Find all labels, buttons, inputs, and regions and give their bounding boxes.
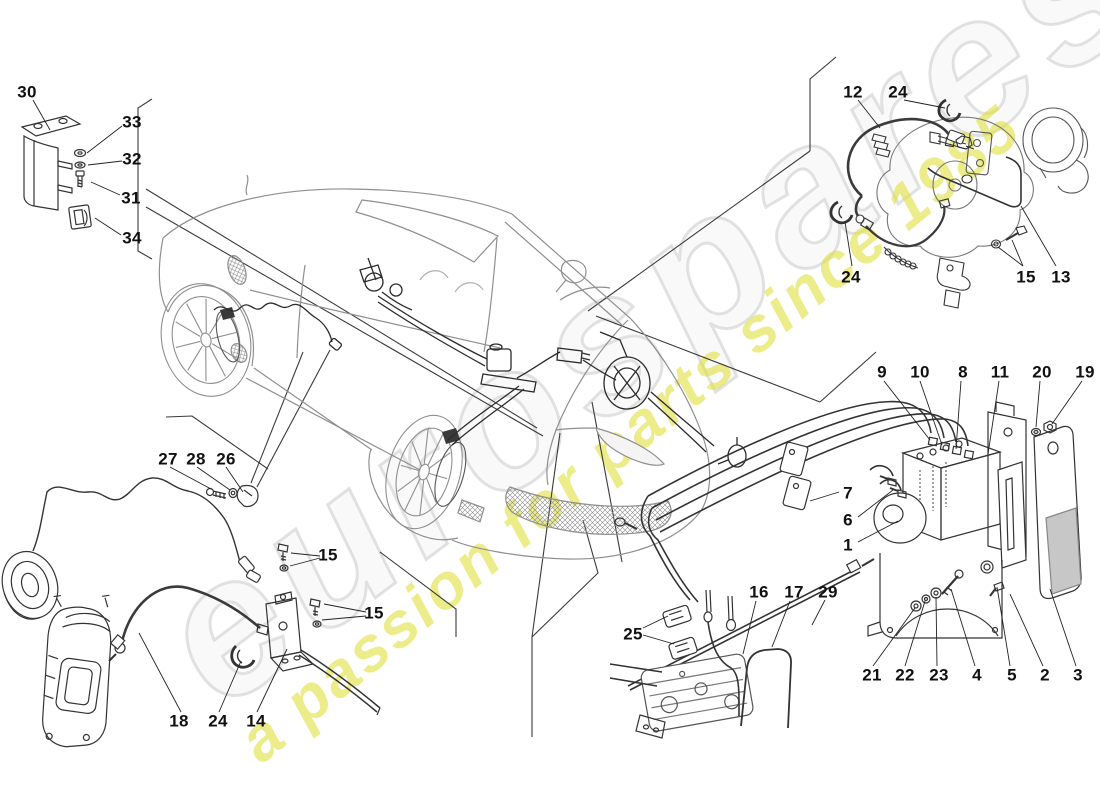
car-body-art <box>158 174 711 560</box>
callout-4: 4 <box>972 665 982 685</box>
callout-5: 5 <box>1007 665 1017 685</box>
callout-32: 32 <box>122 149 142 169</box>
callout-22: 22 <box>895 665 915 685</box>
detail-bracket-30 <box>20 115 92 230</box>
callout-28: 28 <box>186 449 206 469</box>
detail-front-hoses <box>829 98 1089 309</box>
callout-33: 33 <box>122 112 142 132</box>
callout-10: 10 <box>910 362 930 382</box>
callout-17: 17 <box>784 582 804 602</box>
callout-12: 12 <box>843 82 863 102</box>
callout-15: 15 <box>1016 267 1036 287</box>
callout-25: 25 <box>623 624 643 644</box>
detail-front-caliper <box>1 477 381 748</box>
callout-2: 2 <box>1040 665 1050 685</box>
front-caliper-mark <box>442 428 460 444</box>
callout-24: 24 <box>841 267 861 287</box>
callout-3: 3 <box>1073 665 1083 685</box>
callout-27: 27 <box>158 449 178 469</box>
callout-34: 34 <box>122 228 142 248</box>
rear-wheel <box>160 283 252 397</box>
callout-16: 16 <box>749 582 769 602</box>
leader-lines <box>32 99 1083 713</box>
callout-18: 18 <box>169 711 189 731</box>
callout-7: 7 <box>843 483 853 503</box>
callout-30: 30 <box>17 82 37 102</box>
callout-6: 6 <box>843 510 853 530</box>
callout-9: 9 <box>877 362 887 382</box>
callout-1: 1 <box>843 535 853 555</box>
callout-21: 21 <box>862 665 882 685</box>
callout-20: 20 <box>1032 362 1052 382</box>
callout-15: 15 <box>318 545 338 565</box>
callout-11: 11 <box>990 362 1010 382</box>
front-wheel <box>385 414 467 530</box>
callout-26: 26 <box>216 449 236 469</box>
callout-23: 23 <box>929 665 949 685</box>
callout-8: 8 <box>958 362 968 382</box>
callout-24: 24 <box>888 82 908 102</box>
brake-system-overlay <box>213 257 747 468</box>
callout-19: 19 <box>1075 362 1095 382</box>
callout-29: 29 <box>818 582 838 602</box>
callout-15: 15 <box>364 603 384 623</box>
callout-24: 24 <box>208 711 228 731</box>
frame-and-pointer-lines <box>137 56 877 737</box>
detail-abs-unit <box>614 400 1082 691</box>
callout-14: 14 <box>246 711 266 731</box>
detail-rear-pipes <box>609 589 792 739</box>
callout-13: 13 <box>1051 267 1071 287</box>
callout-31: 31 <box>121 188 141 208</box>
